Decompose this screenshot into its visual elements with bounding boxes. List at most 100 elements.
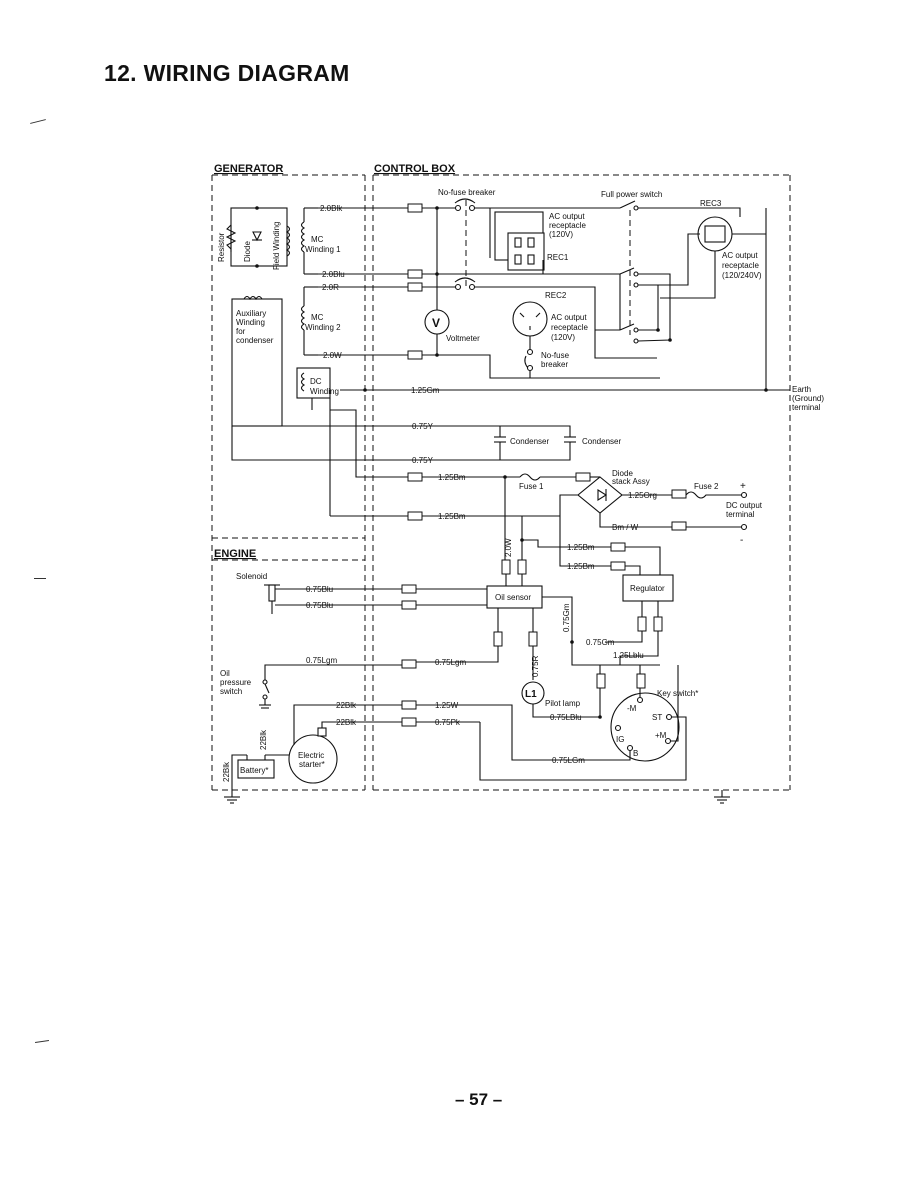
ac-output-1-label: AC output [549, 212, 585, 221]
ac-output-2-label: AC output [551, 313, 587, 322]
oil-pressure-switch-label: Oil [220, 669, 230, 678]
wire-label: 1.25W [435, 701, 459, 710]
wire-label: 0.75Y [412, 456, 434, 465]
wire-label: 22Blk [336, 718, 357, 727]
electric-starter-label: starter* [299, 760, 325, 769]
wire-label: 0.75R [531, 655, 540, 677]
margin-mark [34, 578, 46, 579]
full-power-switch-icon [595, 200, 741, 344]
dc-winding-label: Winding [310, 387, 339, 396]
dc-plus-label: + [740, 481, 746, 492]
key-switch-terminal: ST [652, 713, 662, 722]
ac-output-2-label: (120V) [551, 333, 575, 342]
earth-terminal-label: Earth [792, 385, 811, 394]
wire-label: 0.75Y [412, 422, 434, 431]
ac-output-3-label: AC output [722, 251, 758, 260]
pilot-lamp-symbol: L1 [525, 689, 537, 700]
section-generator: GENERATOR [214, 163, 283, 175]
wire-label: 0.75Lgm [306, 656, 337, 665]
wire-label: 2.0W [323, 351, 342, 360]
wire-label: 0.75Blu [306, 601, 333, 610]
mc-winding-1 [300, 207, 318, 275]
ac-output-1-label: receptacle [549, 221, 586, 230]
connectors [401, 203, 687, 727]
ground-icon [224, 790, 240, 804]
diode-stack-label: stack Assy [612, 477, 650, 486]
regulator-label: Regulator [630, 584, 665, 593]
diode-label: Diode [243, 241, 252, 262]
dc-output-label: DC output [726, 501, 763, 510]
battery-icon [237, 759, 275, 779]
rec3-receptacle-icon [658, 208, 767, 390]
key-switch-icon [610, 692, 680, 762]
page-title: 12. WIRING DIAGRAM [104, 60, 350, 86]
regulator-box [622, 574, 674, 602]
field-winding-label: Field Winding [272, 222, 281, 270]
no-fuse-breaker-label: No-fuse breaker [438, 188, 496, 197]
wire-label: 0.75Gm [562, 603, 571, 632]
key-switch-terminal: -M [627, 704, 637, 713]
voltmeter-symbol: V [432, 316, 440, 330]
condenser-label: Condenser [510, 437, 549, 446]
wire-label: 0.75Lgm [435, 658, 466, 667]
ac-output-3-label: receptacle [722, 261, 759, 270]
wire-label: 0.75Gm [586, 638, 615, 647]
earth-terminal-label: terminal [792, 403, 821, 412]
aux-winding-label: condenser [236, 336, 274, 345]
aux-winding-label: for [236, 327, 246, 336]
fuse-2-label: Fuse 2 [694, 482, 719, 491]
rec3-label: REC3 [700, 199, 722, 208]
wire-label: 1.25Org [628, 491, 657, 500]
pilot-lamp-label: Pilot lamp [545, 699, 581, 708]
solenoid-label: Solenoid [236, 572, 267, 581]
electric-starter-label: Electric [298, 751, 324, 760]
oil-pressure-switch-label: pressure [220, 678, 252, 687]
diode-stack-icon [559, 476, 672, 528]
ac-output-2-label: receptacle [551, 323, 588, 332]
electric-starter-icon [288, 734, 338, 784]
rec2-receptacle-icon [512, 301, 548, 372]
wire-label: 0.75Blu [306, 585, 333, 594]
voltmeter-label: Voltmeter [446, 334, 480, 343]
mc-winding-2-label: Winding 2 [305, 323, 341, 332]
ac-output-3-label: (120/240V) [722, 271, 762, 280]
wire-label: 1.25Bm [567, 543, 595, 552]
mc-winding-2-label: MC [311, 313, 324, 322]
resistor-label: Resistor [217, 232, 226, 262]
dc-minus-label: - [740, 535, 743, 546]
mc-winding-1-label: MC [311, 235, 324, 244]
wire-label: 1.25Gm [411, 386, 440, 395]
wire-label: 0.75Pk [435, 718, 461, 727]
wire-label: 22Blk [336, 701, 357, 710]
no-fuse-breaker-2-label: No-fuse [541, 351, 570, 360]
ac-output-1-label: (120V) [549, 230, 573, 239]
solenoid-icon [264, 584, 280, 614]
earth-terminal-label: (Ground) [792, 394, 824, 403]
wire-label: 1.25Bm [567, 562, 595, 571]
wire-label: 0.75LGm [552, 756, 585, 765]
wire-label: 22Blk [259, 729, 268, 750]
oil-sensor-label: Oil sensor [495, 593, 531, 602]
mc-winding-1-label: Winding 1 [305, 245, 341, 254]
wire-label: 1.25Lblu [613, 651, 644, 660]
section-borders [211, 174, 791, 791]
condenser-label: Condenser [582, 437, 621, 446]
diode-stack-label: Diode [612, 469, 633, 478]
wire-label: 0.75LBlu [550, 713, 582, 722]
full-power-switch-label: Full power switch [601, 190, 662, 199]
key-switch-terminal: +M [655, 731, 667, 740]
wire-label: Bm / W [612, 523, 639, 532]
dc-winding-label: DC [310, 377, 322, 386]
no-fuse-breaker-2-label: breaker [541, 360, 568, 369]
wire-label: 1.25Bm [438, 473, 466, 482]
rec1-label: REC1 [547, 253, 569, 262]
ground-icon [714, 790, 730, 804]
exciter-circuit [225, 206, 288, 268]
aux-winding-label: Auxiliary [236, 309, 266, 318]
battery-label: Battery* [240, 766, 268, 775]
section-control-box: CONTROL BOX [374, 163, 456, 175]
dc-output-label: terminal [726, 510, 755, 519]
fuse-1-label: Fuse 1 [519, 482, 544, 491]
page-number: – 57 – [455, 1090, 503, 1109]
